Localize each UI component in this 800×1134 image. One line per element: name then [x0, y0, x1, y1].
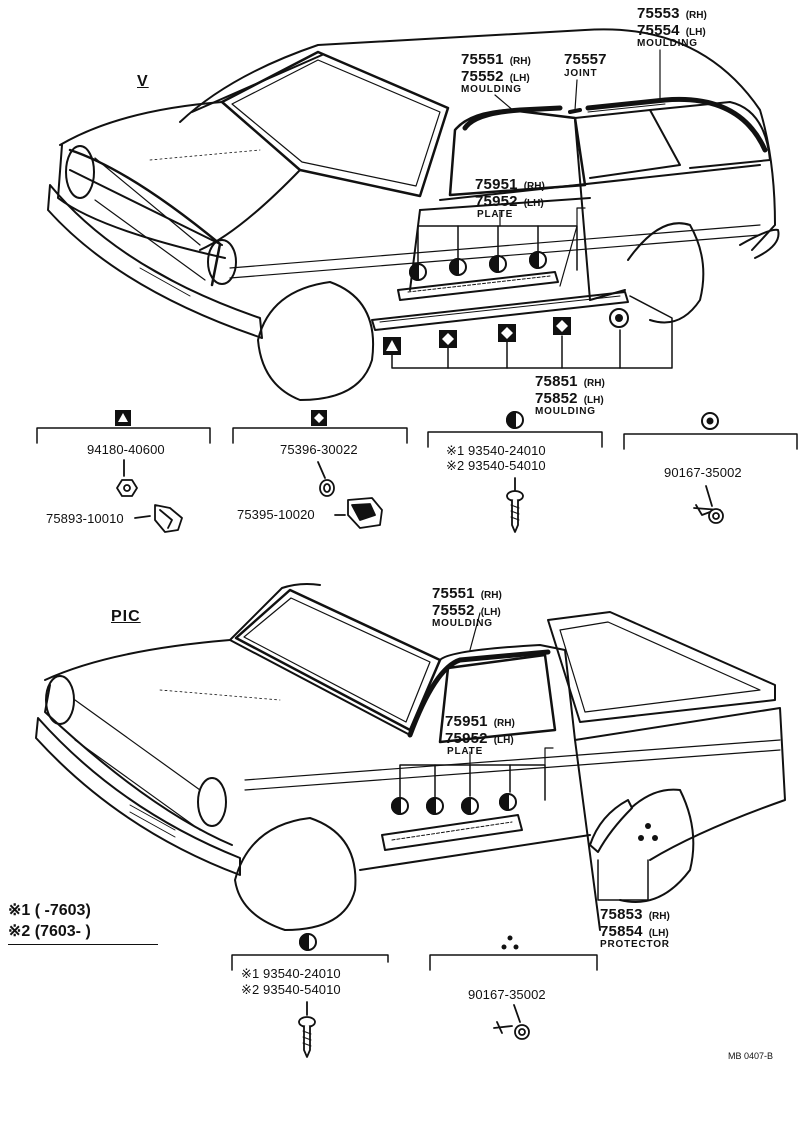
part-number: 75552: [461, 68, 504, 85]
van-plate-callout: 75951 (RH) 75952 (LH) PLATE: [475, 177, 545, 220]
side-lh: (LH): [509, 73, 530, 84]
pickup-screw-93540-2-label: ※2 93540-54010: [241, 982, 341, 997]
part-number: 75852: [535, 390, 578, 407]
van-joint-callout: 75557 JOINT: [564, 52, 607, 79]
part-name: MOULDING: [535, 406, 596, 417]
part-name: MOULDING: [432, 618, 493, 629]
van-roof-moulding-callout: 75553 (RH) 75554 (LH) MOULDING: [637, 6, 707, 49]
van-fastener-parts: [116, 459, 724, 533]
part-number: 75951: [475, 176, 518, 193]
part-number: 75557: [564, 51, 607, 68]
part-number: 75854: [600, 923, 643, 940]
pickup-protector-marker: [638, 823, 658, 841]
side-lh: (LH): [648, 928, 669, 939]
side-lh: (LH): [685, 27, 706, 38]
van-illustration: [47, 28, 780, 401]
pickup-plate-markers: [391, 793, 517, 815]
legend-underline: [8, 944, 158, 945]
nut-75396-label: 75396-30022: [280, 442, 358, 457]
pickup-illustration: [35, 583, 786, 931]
pickup-plate-callout: 75951 (RH) 75952 (LH) PLATE: [445, 714, 515, 757]
side-lh: (LH): [493, 735, 514, 746]
van-fastener-symbols: [115, 410, 719, 430]
van-moulding-markers: [383, 308, 629, 355]
van-fastener-brackets: [36, 427, 798, 450]
screw-90167-label: 90167-35002: [664, 465, 742, 480]
side-rh: (RH): [523, 181, 545, 192]
figure-code: MB 0407-B: [728, 1051, 774, 1061]
part-number: 75851: [535, 373, 578, 390]
part-number: 75552: [432, 602, 475, 619]
pickup-screw-90167-label: 90167-35002: [468, 987, 546, 1002]
pickup-protector-callout: 75853 (RH) 75854 (LH) PROTECTOR: [600, 907, 670, 950]
part-number: 75853: [600, 906, 643, 923]
part-name: PLATE: [477, 209, 514, 220]
van-rocker-moulding-callout: 75851 (RH) 75852 (LH) MOULDING: [535, 374, 605, 417]
side-rh: (RH): [480, 590, 502, 601]
screw-93540-1-label: ※1 93540-24010: [446, 443, 546, 458]
part-name: MOULDING: [461, 84, 522, 95]
pickup-drip-moulding-callout: 75551 (RH) 75552 (LH) MOULDING: [432, 586, 502, 629]
screw-93540-2-label: ※2 93540-54010: [446, 458, 546, 473]
clip-75893-label: 75893-10010: [46, 511, 124, 526]
clip-75395-label: 75395-10020: [237, 507, 315, 522]
side-rh: (RH): [509, 56, 531, 67]
part-name: JOINT: [564, 68, 598, 79]
van-drip-moulding-callout: 75551 (RH) 75552 (LH) MOULDING: [461, 52, 531, 95]
part-number: 75551: [432, 585, 475, 602]
part-name: MOULDING: [637, 38, 698, 49]
legend-line-2: ※2 (7603- ): [8, 923, 91, 940]
side-lh: (LH): [523, 198, 544, 209]
side-rh: (RH): [493, 718, 515, 729]
nut-94180-label: 94180-40600: [87, 442, 165, 457]
part-number: 75951: [445, 713, 488, 730]
side-lh: (LH): [480, 607, 501, 618]
side-rh: (RH): [685, 10, 707, 21]
part-number: 75952: [475, 193, 518, 210]
pickup-section-label: PIC: [111, 608, 141, 625]
side-rh: (RH): [583, 378, 605, 389]
part-number: 75551: [461, 51, 504, 68]
legend-line-1: ※1 ( -7603): [8, 902, 91, 919]
pickup-screw-93540-1-label: ※1 93540-24010: [241, 966, 341, 981]
van-plate-markers: [409, 251, 547, 281]
pickup-fastener-symbols: [299, 933, 519, 951]
pickup-fastener-brackets: [231, 954, 598, 971]
side-rh: (RH): [648, 911, 670, 922]
van-section-label: V: [137, 73, 149, 90]
pickup-fastener-parts: [298, 1001, 530, 1058]
part-number: 75952: [445, 730, 488, 747]
part-name: PLATE: [447, 746, 484, 757]
part-number: 75553: [637, 5, 680, 22]
part-name: PROTECTOR: [600, 939, 670, 950]
side-lh: (LH): [583, 395, 604, 406]
part-number: 75554: [637, 22, 680, 39]
